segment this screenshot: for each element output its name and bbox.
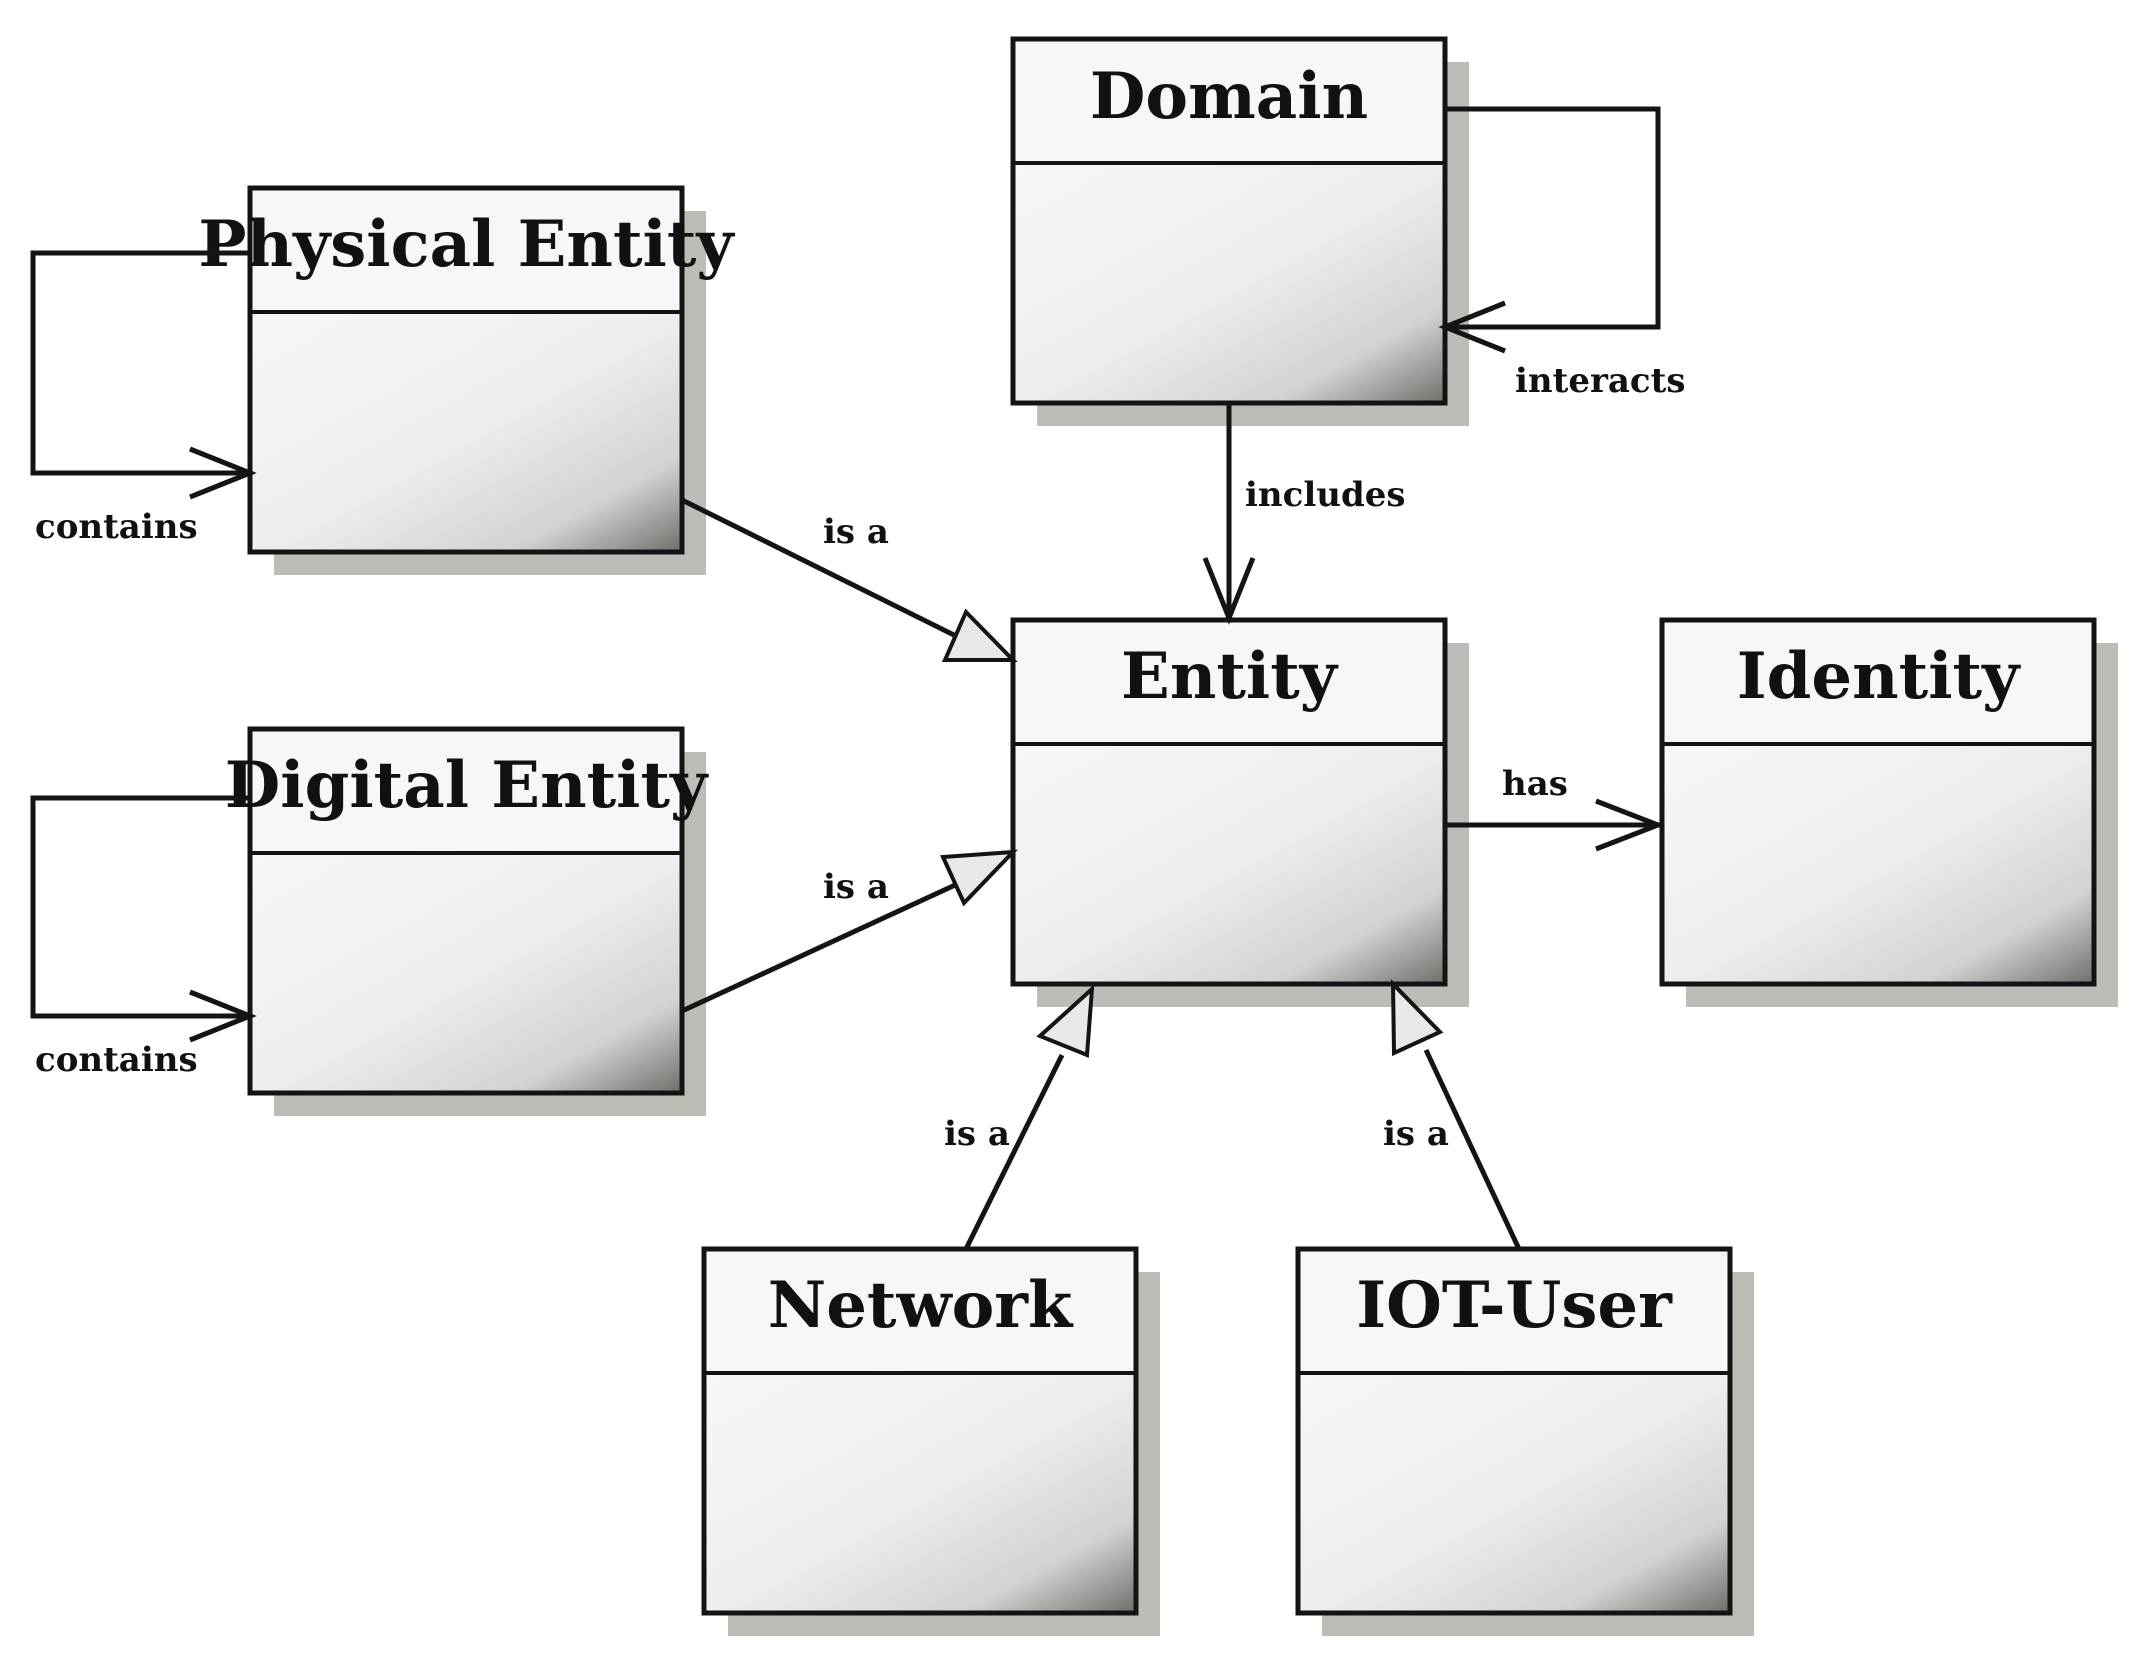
class-entity-title: Entity xyxy=(1121,639,1339,714)
class-iot-user: IOT-User xyxy=(1295,1246,1754,1636)
class-domain-title: Domain xyxy=(1090,59,1368,134)
edge-physical-is-a-entity xyxy=(680,497,1018,662)
class-entity: Entity xyxy=(1010,617,1469,1007)
edge-network-is-a-entity xyxy=(963,984,1095,1251)
label-network-is-a: is a xyxy=(944,1114,1010,1154)
class-network: Network xyxy=(701,1246,1160,1636)
edge-entity-has-identity xyxy=(1445,798,1665,852)
edge-digital-contains xyxy=(30,795,257,1043)
class-physical-entity: Physical Entity xyxy=(198,185,735,575)
class-domain: Domain xyxy=(1010,36,1469,426)
label-includes: includes xyxy=(1245,475,1406,515)
label-digital-contains: contains xyxy=(35,1040,198,1080)
edge-domain-includes-entity xyxy=(1202,403,1256,625)
edge-domain-interacts xyxy=(1438,106,1661,354)
class-digital-entity: Digital Entity xyxy=(225,726,709,1116)
edge-physical-contains xyxy=(30,250,257,500)
label-interacts: interacts xyxy=(1515,361,1685,401)
label-physical-contains: contains xyxy=(35,507,198,547)
class-identity: Identity xyxy=(1659,617,2118,1007)
label-digital-is-a: is a xyxy=(823,867,889,907)
class-digital-entity-title: Digital Entity xyxy=(225,748,709,823)
edge-iot-user-is-a-entity xyxy=(1390,979,1522,1251)
label-has: has xyxy=(1502,764,1568,804)
edge-digital-is-a-entity xyxy=(680,849,1019,1014)
class-identity-title: Identity xyxy=(1737,639,2021,714)
class-iot-user-title: IOT-User xyxy=(1356,1268,1673,1343)
label-physical-is-a: is a xyxy=(823,512,889,552)
label-iot-user-is-a: is a xyxy=(1383,1114,1449,1154)
class-physical-entity-title: Physical Entity xyxy=(198,207,735,282)
class-network-title: Network xyxy=(768,1268,1074,1343)
